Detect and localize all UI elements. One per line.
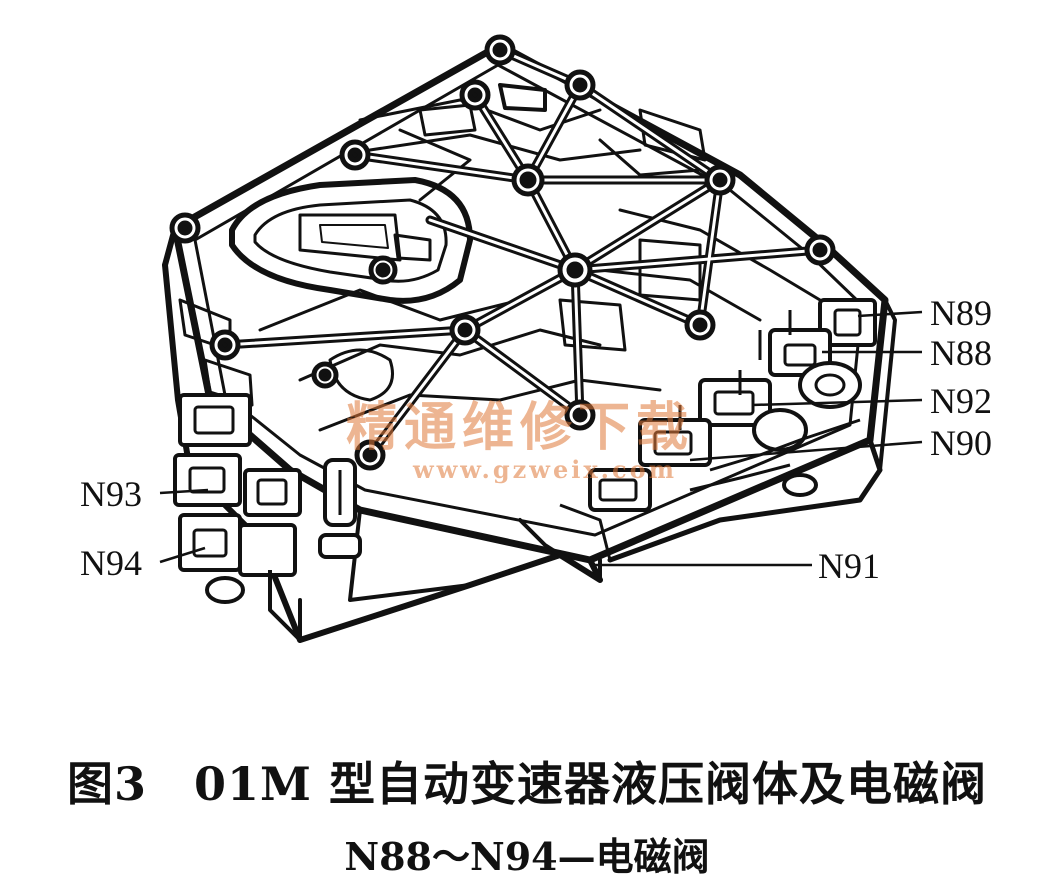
leader-n94 bbox=[159, 546, 206, 564]
label-n88: N88 bbox=[930, 333, 992, 373]
bolt-bosses bbox=[169, 34, 836, 471]
label-n91: N91 bbox=[818, 546, 880, 586]
watermark-text: 精通维修下载 bbox=[346, 397, 694, 458]
figure-caption-subtitle: N88～N94—电磁阀 bbox=[344, 834, 710, 879]
callout-labels: N89 N88 N92 N90 N93 N94 N91 bbox=[80, 293, 992, 586]
solenoid-valves-left bbox=[173, 393, 362, 642]
label-n90: N90 bbox=[930, 423, 992, 463]
leader-n93 bbox=[159, 488, 209, 495]
leader-lines bbox=[159, 310, 923, 567]
leader-n92 bbox=[751, 398, 923, 407]
label-n89: N89 bbox=[930, 293, 992, 333]
label-n92: N92 bbox=[930, 381, 992, 421]
figure-caption-title: 图3 01M 型自动变速器液压阀体及电磁阀 bbox=[67, 757, 987, 811]
solenoid-valves-right bbox=[559, 298, 877, 561]
watermark-url: www.gzweix.com bbox=[412, 455, 677, 484]
label-n93: N93 bbox=[80, 474, 142, 514]
leader-n89 bbox=[857, 310, 923, 318]
label-n94: N94 bbox=[80, 543, 142, 583]
strut-frame-highlight bbox=[223, 48, 822, 457]
watermark: 精通维修下载 www.gzweix.com bbox=[346, 397, 694, 484]
leader-n90 bbox=[689, 440, 923, 462]
